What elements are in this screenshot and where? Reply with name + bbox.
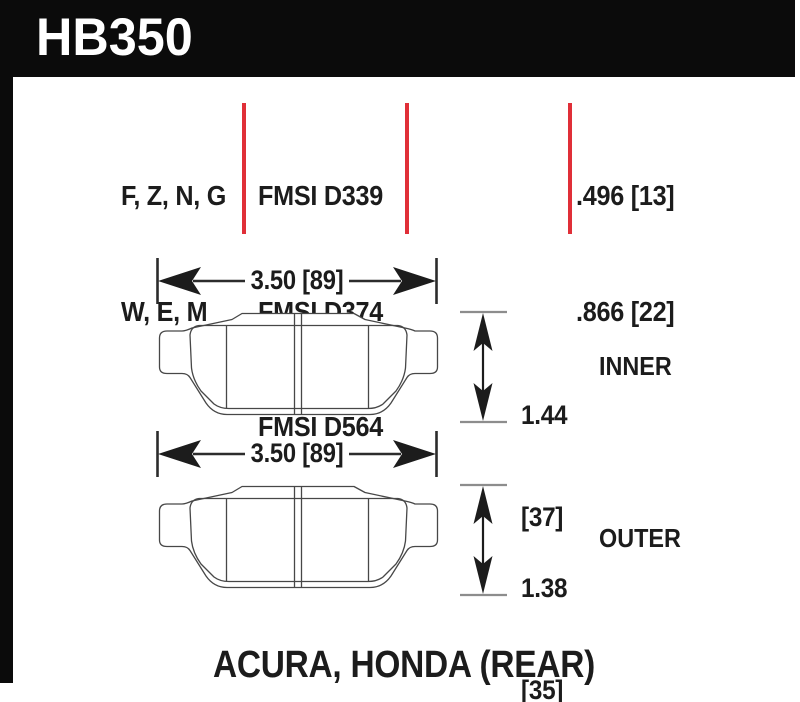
table-divider-right bbox=[568, 103, 572, 234]
width-dimension-inner: 3.50 [89] bbox=[155, 256, 439, 306]
height-inches: 1.44 bbox=[521, 400, 568, 430]
width-dimension-arrow-icon bbox=[156, 258, 438, 304]
height-inches: 1.38 bbox=[521, 573, 568, 603]
height-millimeters: [35] bbox=[521, 675, 564, 702]
width-value: 3.50 [89] bbox=[250, 438, 344, 468]
height-dimension-arrow-inner-icon bbox=[460, 310, 507, 424]
height-millimeters: [37] bbox=[521, 502, 564, 532]
pad-position-label-inner: INNER bbox=[599, 351, 672, 381]
brake-pad-drawing-outer bbox=[158, 485, 439, 589]
compound-codes-line2: W, E, M bbox=[121, 295, 208, 327]
height-values-outer: 1.38 [35] bbox=[521, 503, 567, 702]
fmsi-number: FMSI D339 bbox=[258, 180, 384, 211]
part-number: HB350 bbox=[36, 8, 193, 67]
pad-thicknesses: .496 [13] .866 [22] bbox=[576, 100, 675, 408]
table-divider-middle bbox=[405, 103, 409, 234]
width-dimension-arrow-icon bbox=[156, 431, 438, 477]
pad-position-label-outer: OUTER bbox=[599, 523, 681, 553]
compound-codes-line1: F, Z, N, G bbox=[121, 180, 227, 211]
fmsi-number: FMSI D564 bbox=[258, 411, 384, 442]
height-values-inner: 1.44 [37] bbox=[521, 330, 567, 602]
vehicle-application: ACURA, HONDA (REAR) bbox=[212, 644, 596, 686]
width-value: 3.50 [89] bbox=[250, 265, 344, 295]
table-divider-left bbox=[242, 103, 246, 234]
header-bar bbox=[0, 0, 795, 77]
width-dimension-outer: 3.50 [89] bbox=[155, 429, 439, 479]
compound-codes: F, Z, N, G W, E, M bbox=[121, 100, 226, 408]
pad-thickness: .866 [22] bbox=[576, 295, 675, 327]
pad-thickness: .496 [13] bbox=[576, 180, 675, 211]
left-edge-stripe bbox=[0, 0, 13, 683]
brake-pad-drawing-inner bbox=[158, 312, 439, 416]
height-dimension-arrow-outer-icon bbox=[460, 483, 507, 597]
